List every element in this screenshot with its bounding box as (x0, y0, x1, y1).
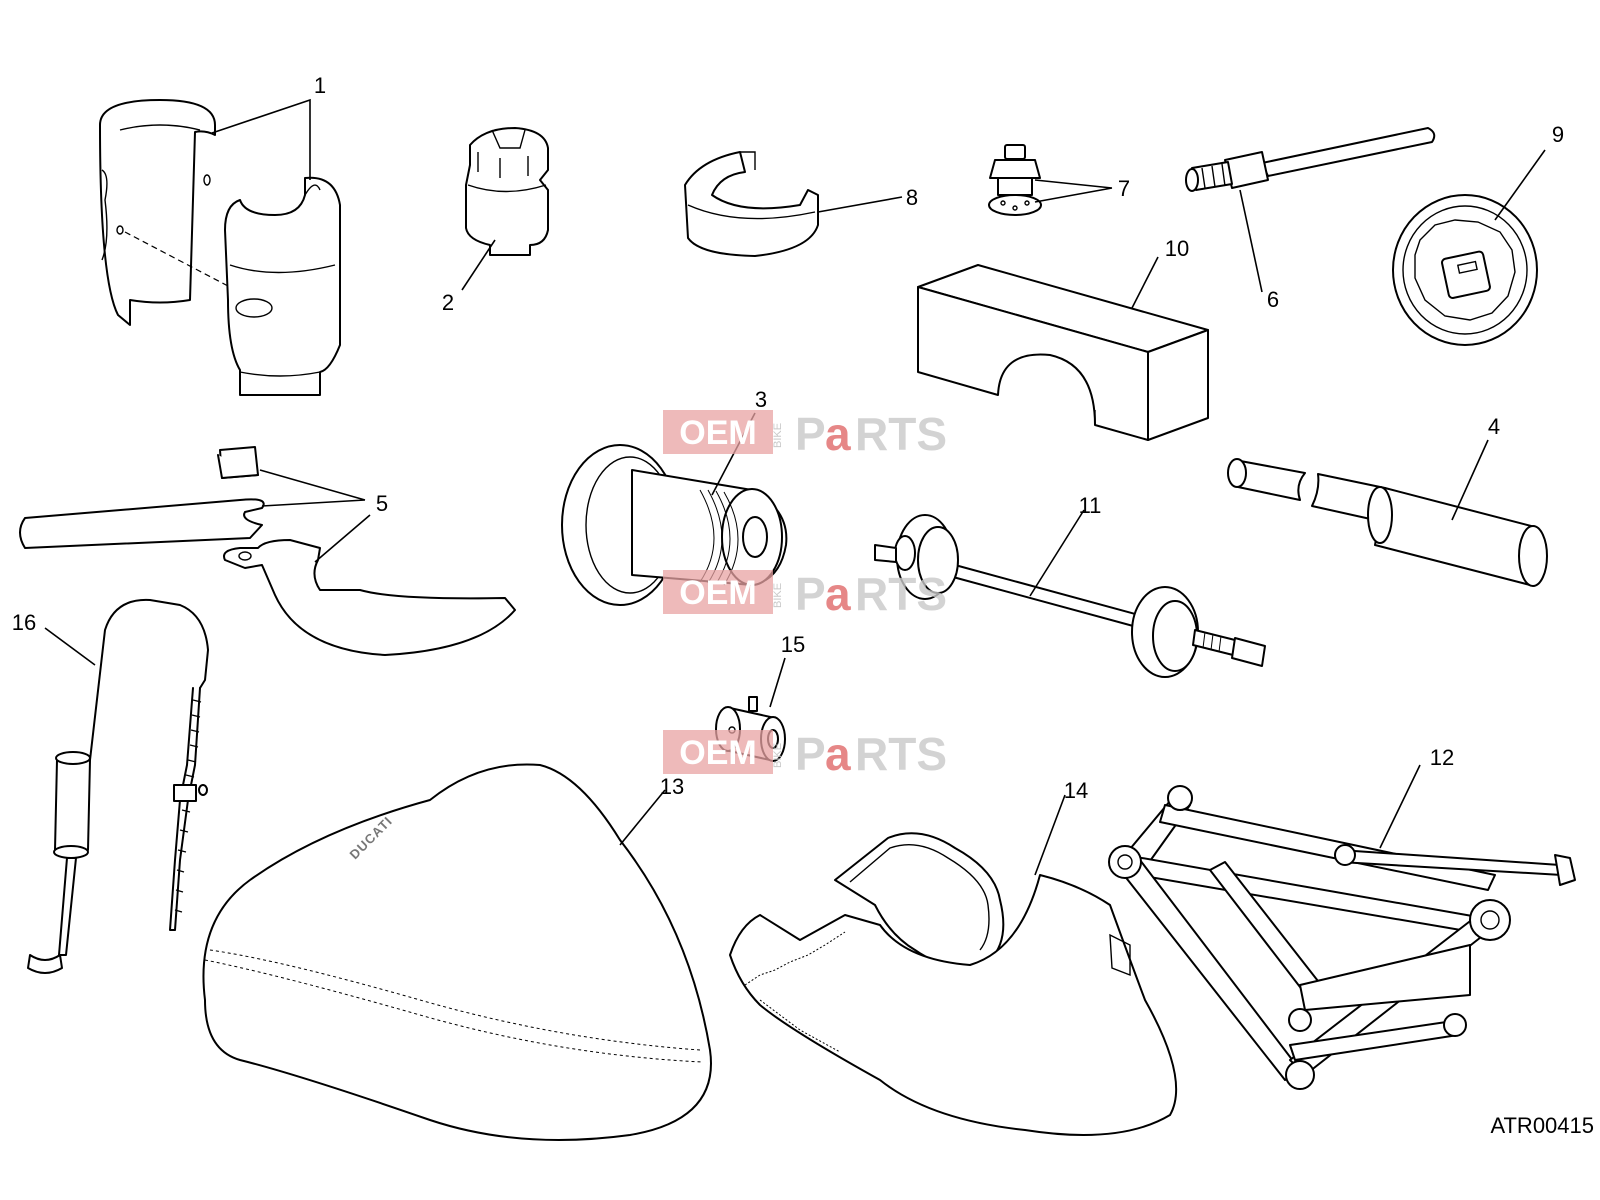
callout-10: 10 (1165, 236, 1189, 261)
watermark-rts: RTS (855, 568, 947, 620)
part-12-paddock-stand[interactable] (1108, 785, 1576, 1090)
watermark-bike: BIKE (772, 583, 784, 608)
watermark-1: OEM BIKE P a RTS (663, 408, 947, 460)
part-4-drift-pin[interactable] (1227, 458, 1548, 587)
watermark-bike: BIKE (772, 423, 784, 448)
watermark-oem: OEM (679, 574, 756, 612)
callout-8: 8 (906, 185, 918, 210)
watermark-2: OEM BIKE P a RTS (663, 568, 947, 620)
part-1-split-bushing[interactable] (99, 99, 341, 396)
part-6-rod-fitting[interactable] (1185, 127, 1436, 192)
part-14-tank-cover[interactable] (729, 832, 1178, 1136)
callout-13: 13 (660, 774, 684, 799)
reference-code: ATR00415 (1490, 1113, 1594, 1138)
callout-numbers: 1 2 3 4 5 6 7 8 9 10 11 12 13 14 15 16 (12, 73, 1564, 803)
part-11-bearing-press-bolt[interactable] (874, 514, 1266, 678)
callout-12: 12 (1430, 745, 1454, 770)
callout-9: 9 (1552, 122, 1564, 147)
part-13-seat-cover[interactable]: DUCATI (202, 763, 712, 1141)
part-2-nut-tool[interactable] (465, 127, 549, 256)
part-10-engine-block-support[interactable] (917, 264, 1209, 441)
watermark-rts: RTS (855, 728, 947, 780)
leader-lines (44, 98, 1546, 876)
callout-3: 3 (755, 387, 767, 412)
watermark-oem: OEM (679, 734, 756, 772)
watermark-a: a (825, 728, 851, 780)
callout-7: 7 (1118, 176, 1130, 201)
part-16-gauge[interactable] (27, 598, 209, 974)
part-9-nut-socket[interactable] (1392, 194, 1538, 346)
part-5-hook-wrench[interactable] (19, 446, 516, 656)
watermark-3: OEM BIKE P a RTS (663, 728, 947, 780)
watermark-bike: BIKE (772, 743, 784, 768)
watermark-a: a (825, 408, 851, 460)
part-3-flange-tool[interactable] (561, 444, 788, 606)
part-8-c-ring[interactable] (684, 151, 819, 257)
callout-16: 16 (12, 610, 36, 635)
watermark-p: P (795, 408, 826, 460)
callout-5: 5 (376, 491, 388, 516)
callout-14: 14 (1064, 778, 1088, 803)
callout-6: 6 (1267, 287, 1279, 312)
callout-15: 15 (781, 632, 805, 657)
watermark-oem: OEM (679, 414, 756, 452)
watermark-a: a (825, 568, 851, 620)
callout-2: 2 (442, 290, 454, 315)
watermark-p: P (795, 728, 826, 780)
callout-11: 11 (1079, 493, 1102, 518)
part-7-plunger[interactable] (988, 144, 1042, 216)
watermark-p: P (795, 568, 826, 620)
callout-4: 4 (1488, 414, 1500, 439)
watermark-rts: RTS (855, 408, 947, 460)
callout-1: 1 (314, 73, 326, 98)
